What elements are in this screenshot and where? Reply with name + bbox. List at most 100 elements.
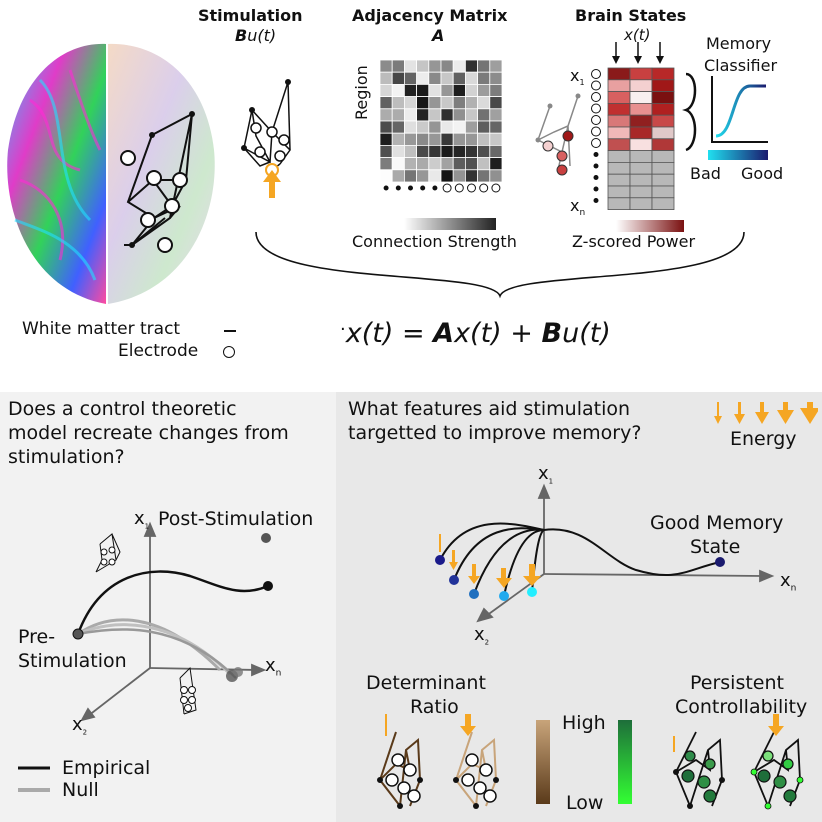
adjacency-cell — [465, 120, 479, 134]
state-cell — [629, 67, 653, 81]
adjacency-cell — [416, 71, 430, 85]
state-cell — [607, 173, 631, 187]
adjacency-cell — [391, 108, 405, 122]
adjacency-cell — [380, 145, 393, 159]
adjacency-cell — [391, 71, 405, 85]
adjacency-cell — [489, 108, 503, 122]
x1-state-label: x1 — [570, 66, 585, 88]
region-marker — [454, 183, 464, 193]
memory-classifier-plot — [682, 72, 768, 160]
adjacency-cell — [380, 108, 393, 122]
adjacency-cell — [477, 83, 491, 97]
question-right-2: targetted to improve memory? — [348, 422, 642, 444]
adjacency-cell — [465, 145, 479, 159]
adjacency-cell — [428, 157, 442, 171]
adjacency-cell — [465, 71, 479, 85]
state-cell — [607, 197, 631, 211]
brain-states-network — [535, 93, 581, 176]
legend-white-matter-label: White matter tract — [22, 319, 181, 339]
adjacency-cell — [440, 108, 454, 122]
adjacency-cell — [489, 60, 503, 73]
question-right-1: What features aid stimulation — [348, 398, 631, 420]
adjacency-cell — [403, 96, 417, 110]
electrode-circle-icon — [223, 346, 235, 358]
state-region-marker — [593, 163, 599, 169]
adjacency-cell — [428, 71, 442, 85]
state-cell — [629, 114, 653, 128]
state-cell — [629, 173, 653, 187]
equation-brace — [255, 231, 745, 299]
pre-stimulation-label-2: Stimulation — [18, 650, 127, 672]
region-marker — [432, 185, 438, 191]
state-region-marker — [593, 152, 599, 157]
adjacency-cell — [452, 169, 466, 183]
bl-axis-x2-label: x2 — [72, 714, 88, 737]
adjacency-cell — [452, 132, 466, 146]
legend-empirical-label: Empirical — [62, 757, 151, 779]
connection-strength-label: Connection Strength — [352, 232, 517, 251]
memory-classifier-label-1: Memory — [706, 34, 772, 53]
adjacency-cell — [489, 157, 503, 171]
region-marker — [467, 183, 476, 193]
state-cell — [629, 91, 653, 104]
persistent-controllability-label-1: Persistent — [690, 672, 784, 694]
adjacency-cell — [403, 83, 417, 97]
adjacency-cell — [489, 83, 503, 97]
adjacency-cell — [380, 169, 393, 183]
xn-state-label: xn — [570, 196, 586, 219]
state-cell — [607, 114, 631, 128]
adjacency-cell — [391, 60, 405, 73]
state-region-marker — [593, 198, 599, 203]
classifier-good-label: Good — [741, 164, 784, 183]
state-cell — [651, 185, 675, 199]
adjacency-cell — [416, 120, 430, 134]
memory-trajectory-plot — [435, 483, 775, 623]
question-left-3: stimulation? — [8, 446, 125, 468]
adjacency-cell — [403, 60, 417, 73]
state-region-marker — [591, 138, 601, 148]
adjacency-cell — [489, 145, 503, 159]
persistent-controllability-networks — [673, 714, 804, 810]
legend-electrode-label: Electrode — [118, 341, 199, 361]
state-region-marker — [593, 186, 599, 192]
bl-axis-xn-label: xn — [265, 655, 282, 679]
region-marker — [479, 183, 489, 193]
adjacency-cell — [440, 157, 454, 171]
state-region-marker — [591, 126, 601, 137]
adjacency-cell — [380, 132, 393, 146]
memory-classifier-label-2: Classifier — [704, 56, 778, 75]
determinant-ratio-label-2: Ratio — [410, 696, 459, 718]
state-cell — [607, 126, 631, 140]
adjacency-cell — [477, 145, 491, 159]
state-cell — [651, 150, 675, 163]
state-region-marker — [591, 80, 601, 91]
adjacency-cell — [465, 157, 479, 171]
adjacency-cell — [380, 157, 393, 171]
adjacency-cell — [465, 132, 479, 146]
adjacency-cell — [465, 108, 479, 122]
adjacency-cell — [428, 96, 442, 110]
adjacency-cell — [440, 96, 454, 110]
adjacency-cell — [391, 83, 405, 97]
state-cell — [651, 91, 675, 104]
adjacency-cell — [477, 169, 491, 183]
state-cell — [629, 150, 653, 163]
state-cell — [651, 67, 675, 81]
adjacency-cell — [403, 169, 417, 183]
state-region-marker — [591, 69, 601, 79]
adjacency-cell — [489, 96, 503, 110]
state-cell — [629, 185, 653, 199]
adjacency-cell — [380, 60, 393, 73]
adjacency-cell — [391, 120, 405, 134]
adjacency-title: Adjacency Matrix — [352, 6, 508, 25]
adjacency-cell — [380, 120, 393, 134]
panel-memory-features — [336, 392, 822, 822]
adjacency-cell — [489, 169, 503, 183]
adjacency-cell — [403, 71, 417, 85]
connection-strength-colorbar — [404, 218, 496, 230]
adjacency-cell — [380, 96, 393, 110]
adjacency-cell — [465, 83, 479, 97]
brain-states-matrix — [535, 67, 675, 211]
state-cell — [629, 162, 653, 175]
adjacency-cell — [452, 108, 466, 122]
